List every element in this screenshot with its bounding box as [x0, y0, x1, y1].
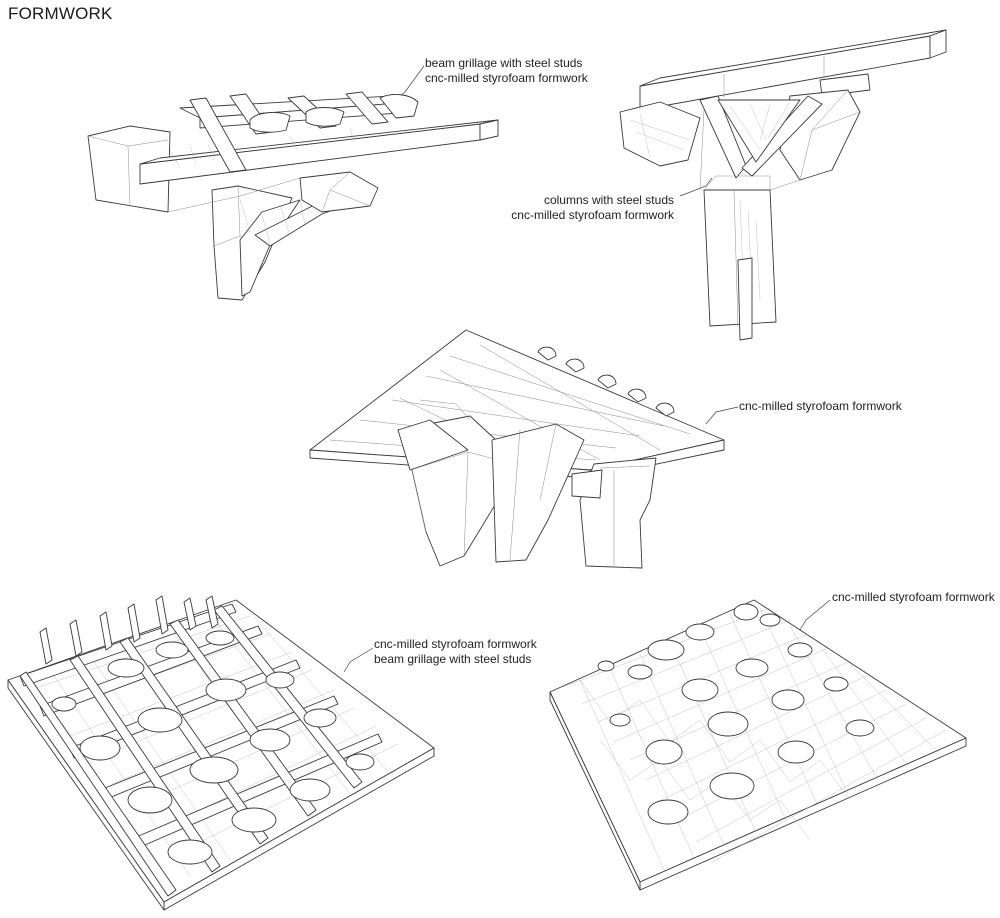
- label-group-columns: columns with steel studs cnc-milled styr…: [494, 193, 674, 223]
- foam-pillows: [51, 630, 375, 865]
- column-trunk: [703, 189, 777, 327]
- label-line: beam grillage with steel studs: [425, 56, 583, 70]
- label-group-slab: cnc-milled styrofoam formwork: [739, 399, 902, 414]
- beam-grillage-drawing: [87, 65, 499, 301]
- label-line: cnc-milled styrofoam formwork: [374, 637, 537, 651]
- roof-grillage-drawing: [7, 595, 435, 911]
- column-drawing: [619, 29, 947, 341]
- beam: [139, 123, 481, 185]
- label-line: cnc-milled styrofoam formwork: [739, 399, 902, 413]
- foam-pillows: [597, 603, 875, 825]
- beam: [639, 35, 931, 111]
- slab: [549, 599, 967, 883]
- column: [491, 423, 585, 563]
- label-line: cnc-milled styrofoam formwork: [425, 71, 588, 85]
- page-title: FORMWORK: [8, 4, 113, 23]
- label-group-beam-grillage: beam grillage with steel studs cnc-mille…: [425, 56, 588, 86]
- label-group-roof-formwork: cnc-milled styrofoam formwork: [832, 590, 995, 605]
- label-group-roof-grillage: cnc-milled styrofoam formwork beam grill…: [374, 637, 537, 667]
- slab-drawing: [309, 329, 739, 569]
- leader-line: [679, 177, 713, 197]
- label-line: cnc-milled styrofoam formwork: [832, 590, 995, 604]
- beam: [189, 97, 247, 173]
- label-line: columns with steel studs: [543, 193, 674, 207]
- leader-line: [705, 406, 739, 425]
- leader-line: [799, 599, 831, 631]
- label-line: cnc-milled styrofoam formwork: [511, 208, 674, 222]
- label-line: beam grillage with steel studs: [374, 652, 532, 666]
- roof-formwork-drawing: [549, 599, 967, 891]
- grillage-beams: [19, 603, 383, 897]
- leader-line: [343, 647, 374, 673]
